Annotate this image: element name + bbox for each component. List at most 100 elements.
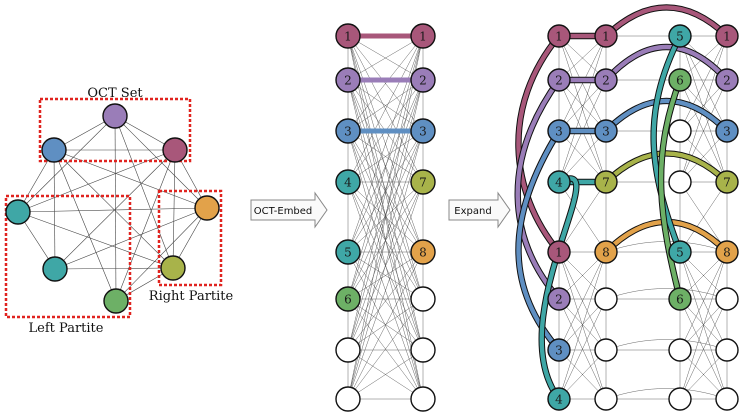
oct-embed-label: OCT-Embed bbox=[254, 206, 313, 217]
expand-col1-node: 3 bbox=[547, 119, 571, 143]
embed-edge bbox=[347, 79, 424, 253]
expand-col2-node-circle bbox=[594, 240, 618, 264]
chain-arc-2 bbox=[603, 44, 730, 83]
expand-col3-node: 5 bbox=[668, 240, 692, 264]
expand-edge bbox=[679, 35, 728, 132]
expand-arc-edge bbox=[605, 288, 728, 300]
graph-node-circle bbox=[160, 255, 186, 281]
expand-col4-node: 8 bbox=[715, 240, 739, 264]
embed-right-node: 1 bbox=[410, 23, 436, 49]
embed-right-node: 8 bbox=[410, 239, 436, 265]
expand-col3-node-circle bbox=[668, 170, 692, 194]
embed-left-node-label: 3 bbox=[344, 124, 352, 138]
expand-edge bbox=[558, 181, 607, 253]
expand-col1-node-label: 2 bbox=[555, 292, 563, 306]
expand-col4-node: 7 bbox=[715, 170, 739, 194]
embed-right-node-circle bbox=[410, 337, 436, 363]
embed-right-node-label: 1 bbox=[419, 29, 427, 43]
chain-arc-7 bbox=[603, 151, 730, 185]
embed-left-node-circle bbox=[335, 67, 361, 93]
embed-right-node-circle bbox=[410, 386, 436, 412]
graph-node bbox=[160, 255, 186, 281]
expand-col3-node bbox=[668, 170, 692, 194]
embed-left-node-circle bbox=[335, 337, 361, 363]
expand-col2-node-circle bbox=[594, 287, 618, 311]
expand-col1-node-circle bbox=[547, 287, 571, 311]
embed-left-node-circle bbox=[335, 169, 361, 195]
expand-edge bbox=[558, 298, 607, 400]
expand-col4-node-label: 2 bbox=[723, 73, 731, 87]
expand-col4-node-circle bbox=[715, 240, 739, 264]
expand-col2-node-label: 1 bbox=[602, 29, 610, 43]
expand-col4-node-label: 8 bbox=[723, 245, 731, 259]
embed-edge bbox=[347, 298, 424, 351]
expand-col4-node-label: 1 bbox=[723, 29, 731, 43]
expand-col2-node-circle bbox=[594, 170, 618, 194]
expand-col1-node-circle bbox=[547, 24, 571, 48]
expand-col3-node-circle bbox=[668, 387, 692, 411]
graph-node-circle bbox=[103, 288, 129, 314]
embed-edge bbox=[347, 35, 424, 400]
graph-edge bbox=[54, 149, 176, 270]
left-partite-label: Left Partite bbox=[29, 321, 104, 336]
expand-col4-node: 3 bbox=[715, 119, 739, 143]
embed-edge bbox=[347, 349, 424, 400]
expand-edge bbox=[679, 251, 728, 400]
graph-node-circle bbox=[194, 195, 220, 221]
embed-right-node-circle bbox=[410, 67, 436, 93]
right-partite-box bbox=[157, 189, 223, 287]
graph-node bbox=[194, 195, 220, 221]
graph-node-circle bbox=[41, 137, 67, 163]
embed-left-node bbox=[335, 337, 361, 363]
graph-edge bbox=[17, 149, 176, 213]
expand-col3-node-circle bbox=[668, 287, 692, 311]
expand-col3-node-circle bbox=[668, 119, 692, 143]
expand-col1-node-label: 3 bbox=[555, 124, 563, 138]
expand-col2-node-label: 8 bbox=[602, 245, 610, 259]
expand-col4-node-circle bbox=[715, 287, 739, 311]
embed-right-node-circle bbox=[410, 23, 436, 49]
expand-edge bbox=[558, 35, 607, 132]
graph-edge bbox=[114, 115, 117, 302]
expand-col2-node bbox=[594, 338, 618, 362]
embed-right-node-circle bbox=[410, 169, 436, 195]
expand-edge bbox=[679, 79, 728, 183]
expand-col4-node bbox=[715, 387, 739, 411]
expand-col4-node-circle bbox=[715, 68, 739, 92]
expanded-edges bbox=[558, 35, 728, 400]
expand-col1-node-label: 1 bbox=[555, 245, 563, 259]
graph-node-circle bbox=[5, 199, 31, 225]
oct-embed-arrow: OCT-Embed bbox=[250, 191, 328, 229]
embed-edge bbox=[347, 298, 424, 400]
embed-right-node: 2 bbox=[410, 67, 436, 93]
embed-left-node: 6 bbox=[335, 286, 361, 312]
expand-col2-node-circle bbox=[594, 119, 618, 143]
expand-col2-node: 8 bbox=[594, 240, 618, 264]
graph-edge bbox=[114, 115, 174, 269]
chain-cross-6 bbox=[658, 77, 683, 302]
embed-edge bbox=[347, 79, 424, 351]
embed-edge bbox=[347, 130, 424, 351]
expand-col1-node: 2 bbox=[547, 68, 571, 92]
graph-node-circle bbox=[162, 137, 188, 163]
chain-arc-1 bbox=[603, 5, 730, 39]
expand-col1-node-circle bbox=[547, 338, 571, 362]
graph-node bbox=[42, 256, 68, 282]
expand-col1-node: 1 bbox=[547, 240, 571, 264]
expand-col3-node bbox=[668, 119, 692, 143]
embed-left-node: 4 bbox=[335, 169, 361, 195]
expand-col3-node-label: 6 bbox=[676, 73, 684, 87]
embed-left-node-circle bbox=[335, 118, 361, 144]
expand-col1-node-circle bbox=[547, 119, 571, 143]
embed-edge bbox=[347, 35, 424, 253]
graph-edge bbox=[17, 115, 116, 213]
embed-right-node bbox=[410, 337, 436, 363]
embed-right-node-circle bbox=[410, 118, 436, 144]
expand-col3-node: 5 bbox=[668, 24, 692, 48]
chain-arc-3 bbox=[603, 98, 730, 134]
embed-right-node-label: 8 bbox=[419, 245, 427, 259]
expand-arc-edge bbox=[605, 339, 728, 351]
embed-left-node-label: 2 bbox=[344, 73, 352, 87]
expand-edge bbox=[679, 298, 728, 400]
